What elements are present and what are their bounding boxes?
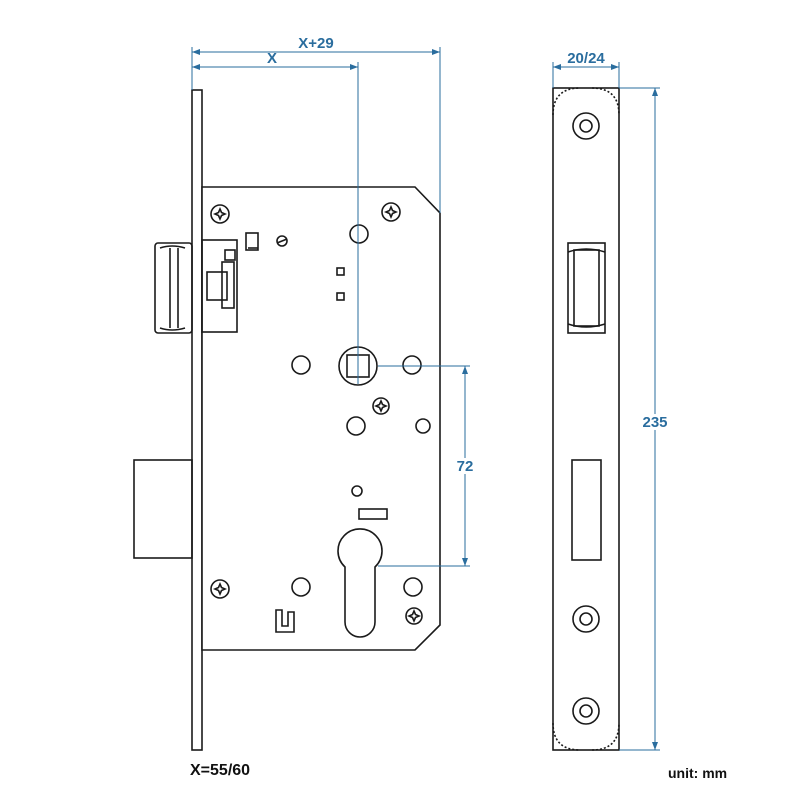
hole xyxy=(291,355,311,375)
hole xyxy=(349,224,369,244)
screw-bottom-right xyxy=(405,607,423,625)
overall-width-label: X+29 xyxy=(298,35,333,52)
dimension-lines-left xyxy=(191,47,470,567)
hole xyxy=(415,418,431,434)
pin xyxy=(276,235,288,247)
cylinder-cutout xyxy=(337,528,383,638)
deadbolt xyxy=(133,459,193,559)
hole xyxy=(403,577,423,597)
backset-label: X xyxy=(267,50,277,67)
deadbolt-window xyxy=(571,459,602,561)
faceplate-screw-hole xyxy=(572,605,600,633)
center-distance-label: 72 xyxy=(457,458,474,475)
faceplate xyxy=(552,87,620,751)
square-mark xyxy=(336,267,345,276)
latch-window xyxy=(567,242,606,334)
slot xyxy=(358,508,388,520)
trigger-tab xyxy=(245,232,259,251)
small-hole xyxy=(351,485,363,497)
hook-part xyxy=(275,609,295,633)
hole xyxy=(291,577,311,597)
forend-strip xyxy=(191,89,203,751)
mortise-lock-body xyxy=(133,89,441,751)
hole xyxy=(346,416,366,436)
screw-mid xyxy=(372,397,390,415)
faceplate-height-label: 235 xyxy=(642,414,667,431)
dimension-lines-right xyxy=(552,62,660,751)
screw-bottom-left xyxy=(210,579,230,599)
faceplate-screw-hole xyxy=(572,112,600,140)
faceplate-width-label: 20/24 xyxy=(567,50,605,67)
faceplate-outline xyxy=(552,87,620,751)
lock-case xyxy=(201,186,441,651)
latch-bolt xyxy=(154,242,193,334)
faceplate-screw-hole xyxy=(572,697,600,725)
backset-note: X=55/60 xyxy=(190,762,251,779)
screw-top-right xyxy=(381,202,401,222)
unit-note: unit: mm xyxy=(668,765,728,781)
square-mark xyxy=(336,292,345,301)
hole xyxy=(402,355,422,375)
screw-top-left xyxy=(210,204,230,224)
latch-housing xyxy=(201,239,238,333)
